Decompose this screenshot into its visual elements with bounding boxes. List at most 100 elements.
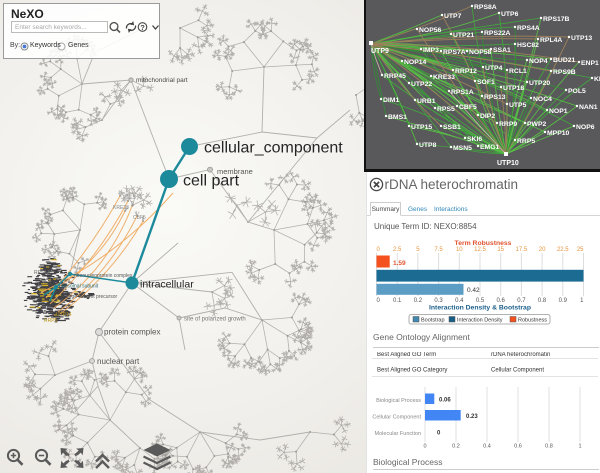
svg-text:Robustness: Robustness — [518, 318, 547, 324]
svg-text:UTP15: UTP15 — [411, 124, 432, 131]
svg-text:UTP18: UTP18 — [503, 85, 524, 92]
svg-text:UTP22: UTP22 — [411, 81, 432, 88]
svg-text:UTP4: UTP4 — [485, 65, 503, 72]
svg-text:0.5: 0.5 — [476, 298, 485, 304]
svg-text:CBF5: CBF5 — [133, 215, 146, 221]
svg-text:Bootstrap: Bootstrap — [421, 318, 445, 324]
svg-text:0.23: 0.23 — [466, 414, 478, 420]
svg-text:12.5: 12.5 — [474, 247, 486, 253]
svg-text:HSC82: HSC82 — [517, 42, 539, 49]
svg-text:ribosomal subunit: ribosomal subunit — [59, 284, 99, 290]
svg-text:Term Robustness: Term Robustness — [455, 240, 512, 247]
svg-text:0.3: 0.3 — [434, 298, 443, 304]
svg-text:MPP10: MPP10 — [547, 130, 570, 137]
svg-text:0.4: 0.4 — [455, 298, 464, 304]
svg-text:5: 5 — [416, 247, 420, 253]
svg-text:SSA1: SSA1 — [493, 47, 511, 54]
svg-text:DIM1: DIM1 — [383, 97, 399, 104]
svg-text:RPS17B: RPS17B — [543, 16, 570, 23]
svg-text:0.06: 0.06 — [439, 398, 451, 404]
svg-text:membrane: membrane — [217, 167, 253, 176]
svg-text:0.9: 0.9 — [559, 298, 568, 304]
svg-text:20: 20 — [539, 247, 546, 253]
svg-text:IMP3: IMP3 — [423, 47, 439, 54]
svg-text:BUD21: BUD21 — [553, 57, 576, 64]
svg-text:10: 10 — [456, 247, 463, 253]
svg-text:?: ? — [140, 23, 145, 32]
svg-text:UTP6: UTP6 — [501, 11, 519, 18]
svg-text:UTP14: UTP14 — [56, 312, 72, 318]
svg-text:UTP21: UTP21 — [453, 32, 474, 39]
svg-text:SOF1: SOF1 — [477, 79, 495, 86]
svg-text:Cellular Component: Cellular Component — [491, 368, 544, 374]
svg-text:nuclear part: nuclear part — [97, 357, 140, 366]
svg-text:NOP1: NOP1 — [549, 108, 568, 115]
svg-text:25: 25 — [577, 247, 584, 253]
svg-text:1: 1 — [580, 298, 584, 304]
svg-text:KRE33: KRE33 — [433, 74, 455, 81]
svg-text:RPS5: RPS5 — [437, 106, 455, 113]
svg-text:0.2: 0.2 — [452, 444, 460, 450]
svg-text:UTP7: UTP7 — [444, 13, 462, 20]
svg-text:RCL1: RCL1 — [509, 68, 527, 75]
svg-text:Interaction Density: Interaction Density — [457, 318, 503, 324]
svg-text:17.5: 17.5 — [516, 247, 528, 253]
svg-text:POL5: POL5 — [568, 88, 586, 95]
svg-text:0.6: 0.6 — [497, 298, 506, 304]
svg-text:0: 0 — [423, 444, 426, 450]
svg-text:Interaction Density & Bootstra: Interaction Density & Bootstrap — [429, 305, 531, 312]
svg-text:NOP14: NOP14 — [404, 59, 427, 66]
svg-text:NOP58: NOP58 — [469, 49, 492, 56]
svg-text:0.8: 0.8 — [545, 444, 553, 450]
svg-text:22.5: 22.5 — [557, 247, 569, 253]
svg-text:UTP5: UTP5 — [509, 102, 527, 109]
svg-text:NOP56: NOP56 — [419, 27, 442, 34]
svg-text:RRP12: RRP12 — [455, 68, 477, 75]
svg-text:0.7: 0.7 — [517, 298, 526, 304]
svg-text:NOC4: NOC4 — [533, 96, 552, 103]
svg-text:0: 0 — [377, 247, 381, 253]
svg-text:RRP45: RRP45 — [384, 73, 406, 80]
svg-text:RPS1A: RPS1A — [451, 89, 474, 96]
svg-text:0.6: 0.6 — [514, 444, 522, 450]
svg-text:RPS4A: RPS4A — [517, 25, 540, 32]
svg-text:KRE33: KRE33 — [113, 205, 129, 211]
svg-text:1.59: 1.59 — [393, 260, 406, 267]
svg-text:SKI6: SKI6 — [467, 136, 482, 143]
svg-text:PWP2: PWP2 — [527, 121, 546, 128]
svg-text:NAN1: NAN1 — [579, 104, 598, 111]
svg-text:SSB1: SSB1 — [443, 124, 461, 131]
svg-text:BMS1: BMS1 — [388, 114, 407, 121]
svg-text:POL5: POL5 — [123, 195, 136, 201]
svg-text:CBF5: CBF5 — [459, 104, 477, 111]
svg-text:0.8: 0.8 — [538, 298, 547, 304]
svg-text:protein complex: protein complex — [104, 328, 160, 337]
svg-text:RPS22A: RPS22A — [484, 30, 511, 37]
svg-text:RRP5: RRP5 — [517, 138, 535, 145]
svg-text:1: 1 — [578, 444, 581, 450]
svg-text:DIP2: DIP2 — [480, 113, 495, 120]
svg-text:UTP9: UTP9 — [371, 48, 389, 55]
svg-text:ENP1: ENP1 — [581, 60, 599, 67]
svg-text:2.5: 2.5 — [393, 247, 402, 253]
svg-text:RRP5: RRP5 — [44, 318, 58, 324]
svg-text:RPS9B: RPS9B — [553, 69, 576, 76]
svg-text:mitochondrial part: mitochondrial part — [136, 77, 188, 84]
svg-text:RPS8A: RPS8A — [474, 4, 497, 11]
svg-text:7.5: 7.5 — [434, 247, 443, 253]
svg-text:Biological Process: Biological Process — [376, 398, 421, 404]
svg-text:UTP13: UTP13 — [571, 35, 592, 42]
svg-text:KR: KR — [594, 76, 600, 83]
svg-text:site of polarized growth: site of polarized growth — [184, 317, 246, 323]
svg-text:RPS1A: RPS1A — [34, 270, 51, 276]
svg-text:cellular_component: cellular_component — [204, 140, 343, 157]
svg-text:0: 0 — [377, 298, 381, 304]
svg-text:intracellular: intracellular — [140, 279, 194, 291]
svg-text:NOP4: NOP4 — [529, 58, 548, 65]
svg-text:MSN5: MSN5 — [453, 145, 472, 152]
svg-text:RPS7A: RPS7A — [443, 49, 466, 56]
svg-text:EMG1: EMG1 — [480, 144, 499, 151]
svg-text:UTP10: UTP10 — [497, 160, 519, 167]
svg-text:0.42: 0.42 — [467, 287, 480, 294]
svg-text:cell part: cell part — [183, 173, 240, 190]
